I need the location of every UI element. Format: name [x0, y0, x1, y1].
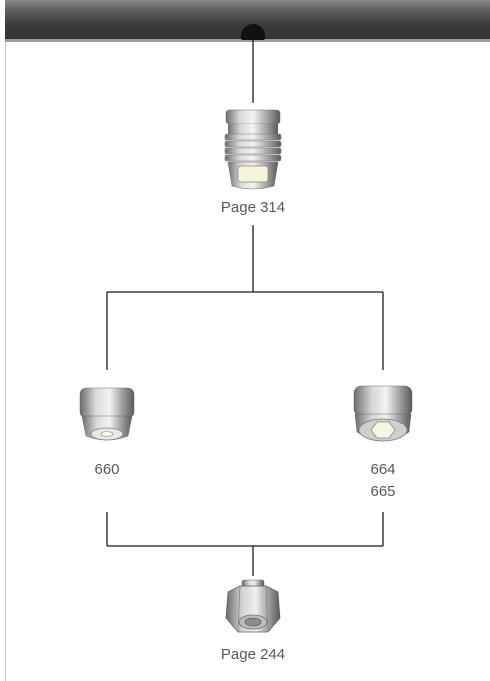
node-right	[352, 384, 414, 450]
left-border-line	[5, 42, 6, 681]
node-left	[78, 386, 136, 446]
label-right-text-2: 665	[370, 483, 396, 500]
node-bottom	[222, 578, 284, 638]
label-right-text-1: 664	[370, 461, 396, 478]
label-left: 660	[57, 459, 157, 481]
flat-nozzle-cap-icon	[79, 387, 135, 441]
hex-nut-icon	[225, 579, 281, 633]
node-top	[222, 108, 284, 192]
label-top-text: Page 314	[220, 199, 286, 216]
label-bottom-text: Page 244	[220, 646, 286, 663]
label-top: Page 314	[203, 197, 303, 219]
label-bottom: Page 244	[203, 644, 303, 666]
label-left-text: 660	[94, 461, 120, 478]
threaded-nozzle-body-icon	[224, 109, 282, 190]
label-right: 664 665	[333, 459, 433, 503]
mount-knob	[241, 24, 265, 40]
ring-nozzle-cap-icon	[353, 385, 413, 442]
